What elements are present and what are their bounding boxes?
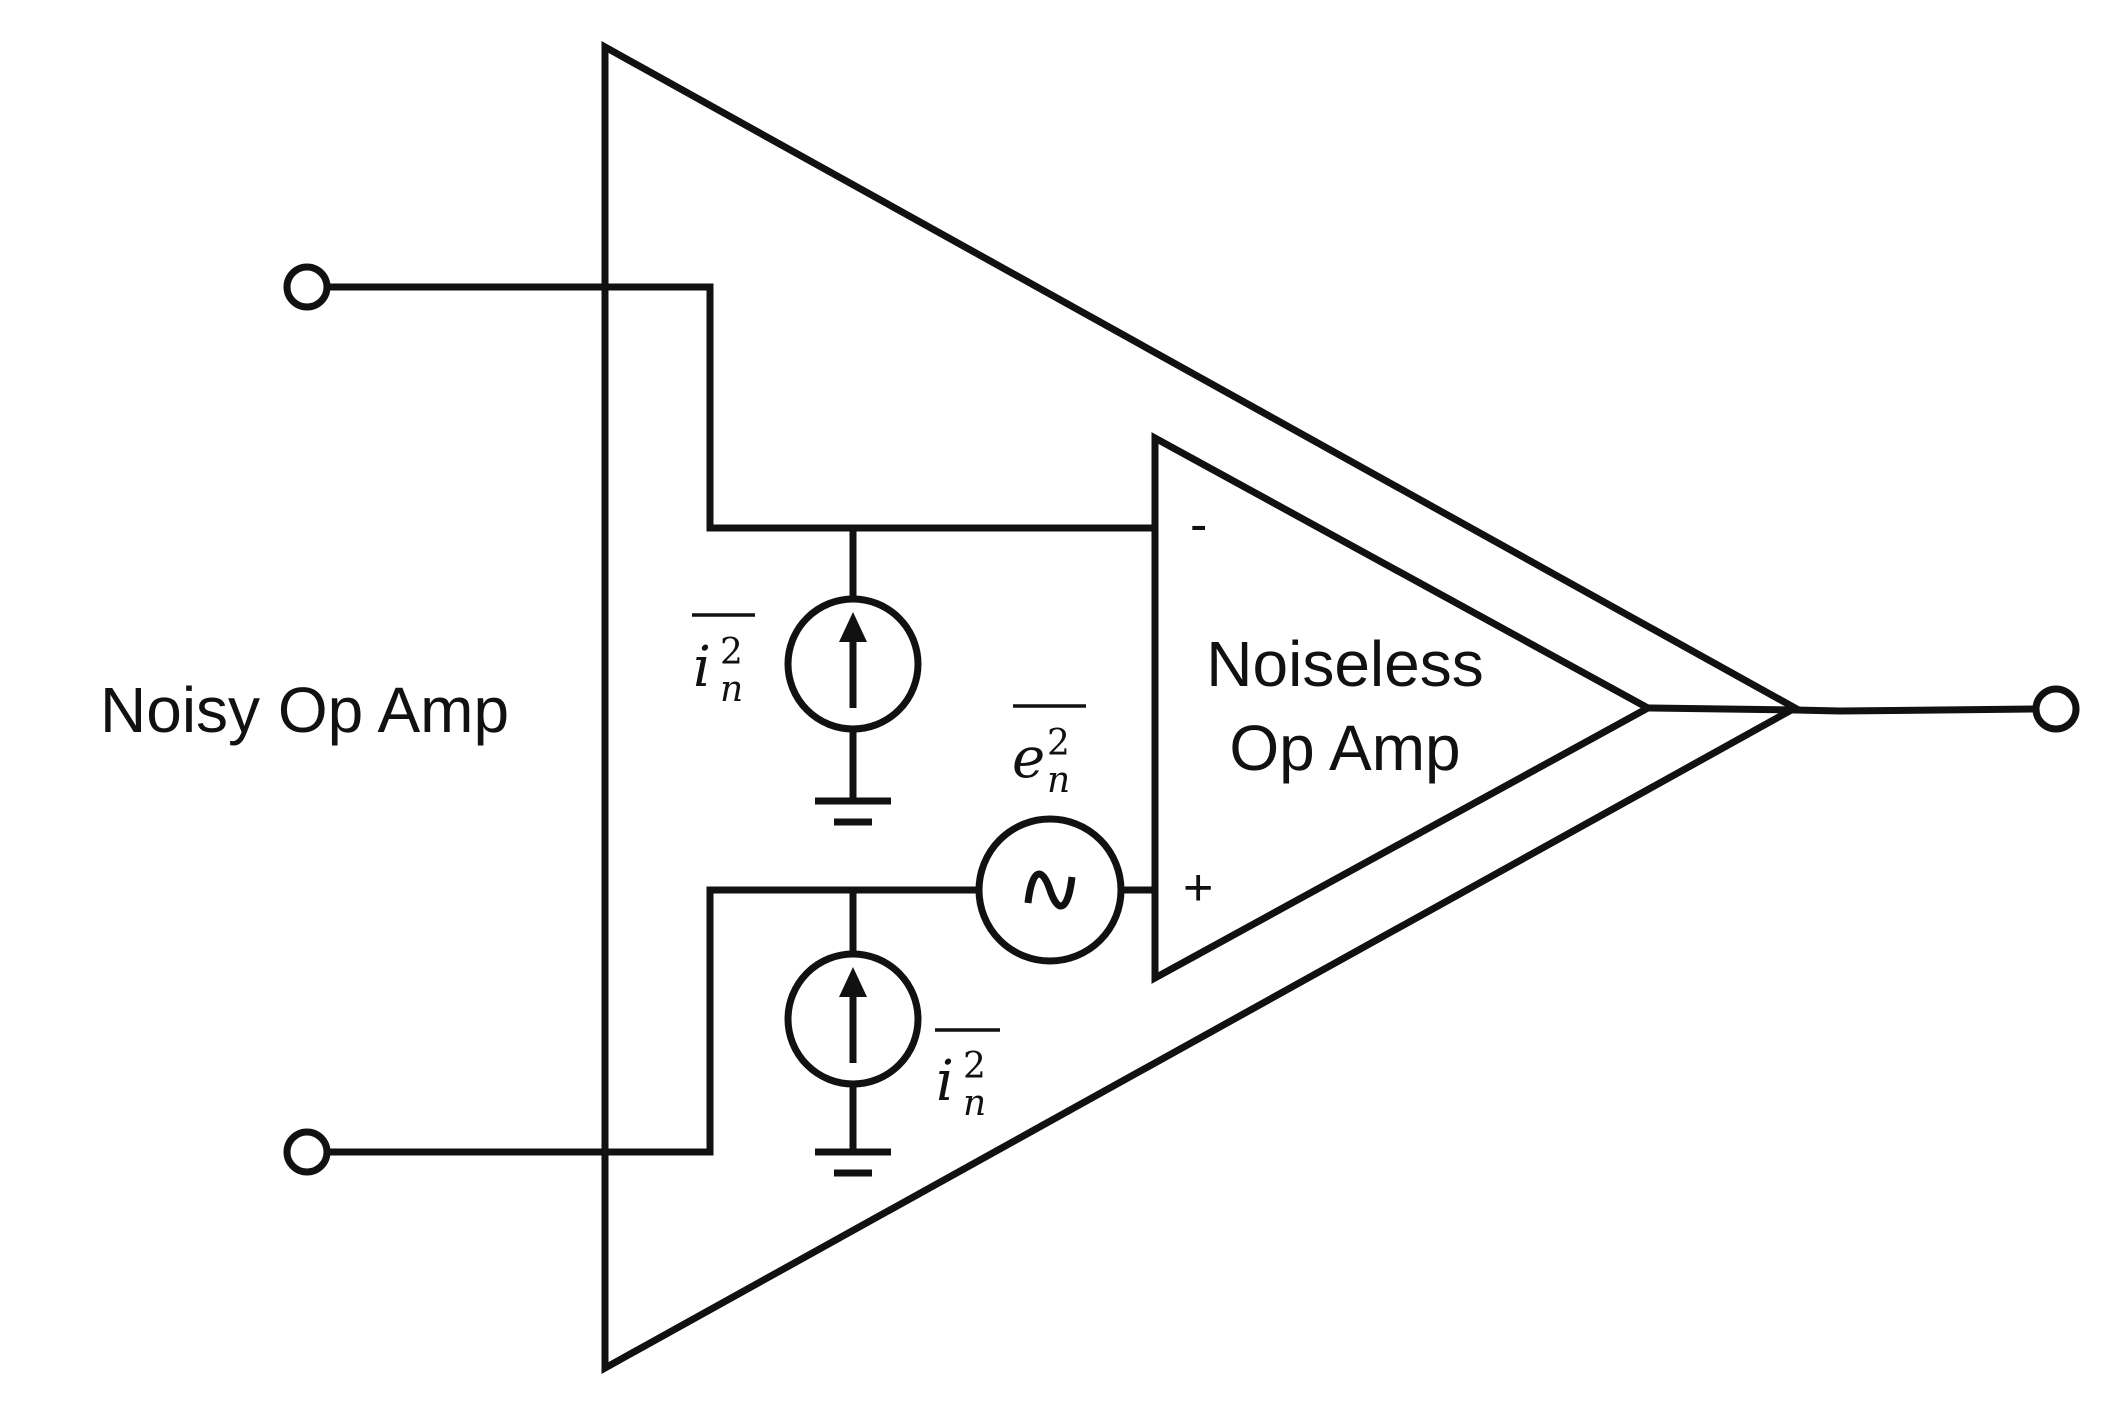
svg-text:i: i [936,1049,954,1114]
svg-text:n: n [963,1083,986,1124]
output-terminal-icon [2032,685,2080,733]
svg-text:i: i [693,635,711,700]
bottom-current-noise-label: i 2 n [935,1028,1000,1124]
inverting-input-sign: - [1190,496,1207,554]
noiseless-label-line1: Noiseless [1206,628,1483,700]
noninverting-input-wire [328,886,980,1156]
svg-text:2: 2 [1047,723,1070,764]
voltage-noise-label: e 2 n [1012,704,1086,801]
noninverting-input-sign: + [1183,859,1213,917]
svg-text:2: 2 [963,1046,986,1087]
top-ground-icon [815,797,891,826]
noninverting-terminal-icon [283,1128,331,1176]
inverting-terminal-icon [283,263,331,311]
output-wire [1647,704,2036,715]
noiseless-label-line2: Op Amp [1229,712,1460,784]
voltage-source-icon [975,815,1125,965]
top-current-noise-label: i 2 n [692,613,755,710]
top-current-source-icon [784,528,922,800]
noiseless-op-amp-triangle [1151,432,1656,984]
svg-text:2: 2 [720,632,743,673]
svg-text:n: n [1047,760,1070,801]
bottom-current-source-icon [784,890,922,1151]
noisy-op-amp-triangle [601,41,1803,1374]
inverting-input-wire [328,283,1155,532]
svg-text:n: n [720,669,743,710]
noisy-op-amp-label: Noisy Op Amp [100,674,509,746]
svg-text:e: e [1012,726,1045,791]
bottom-ground-icon [815,1148,891,1177]
